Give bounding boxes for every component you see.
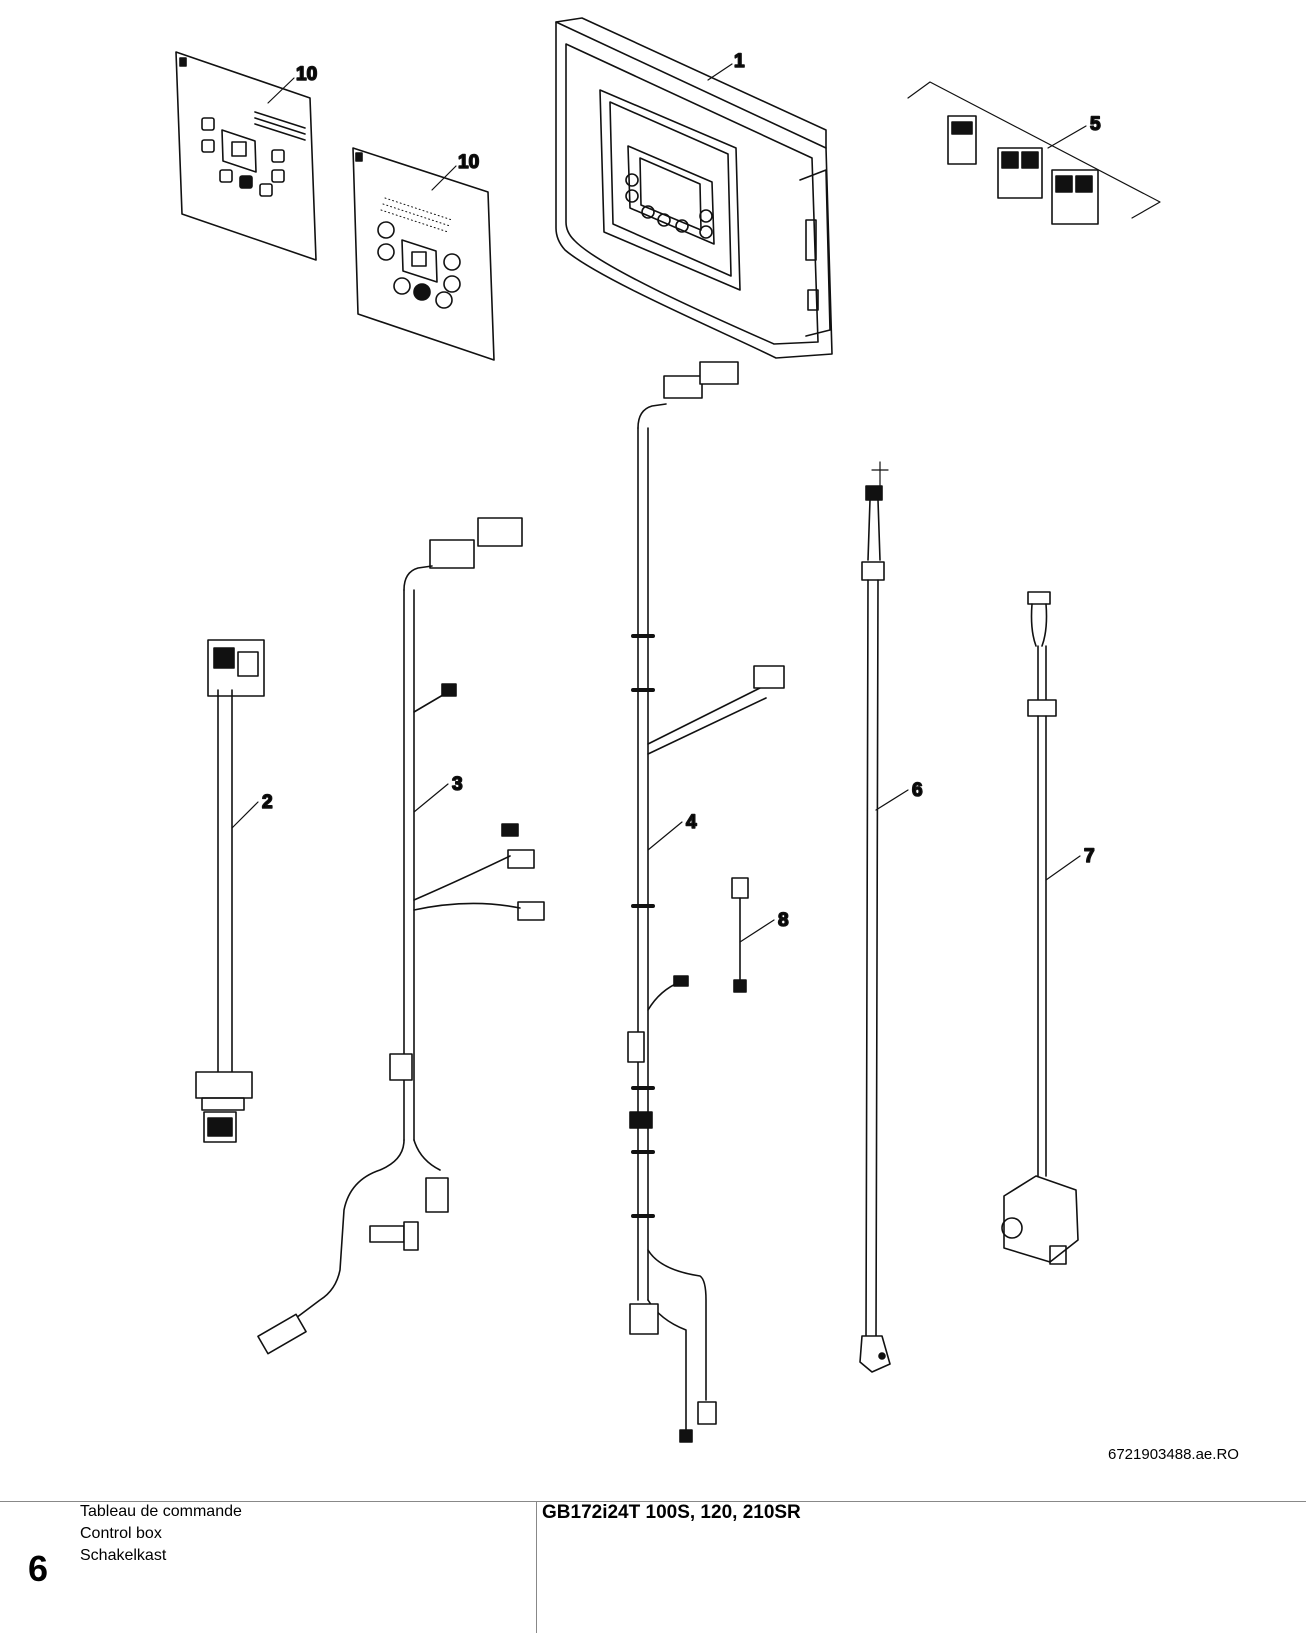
power-cable-with-plug <box>859 461 891 1373</box>
control-panel-overlay-square <box>175 51 317 261</box>
callout-1: 1 <box>734 51 745 72</box>
exploded-parts-diagram: 10 10 <box>175 17 1161 1443</box>
small-sensor-lead <box>731 877 749 993</box>
callout-4: 4 <box>686 812 697 833</box>
control-panel-overlay-round <box>352 147 495 361</box>
callout-6: 6 <box>912 780 923 801</box>
part-description: Tableau de commande Control box Schakelk… <box>80 1501 242 1567</box>
gas-valve-cable <box>1001 591 1079 1265</box>
callout-8: 8 <box>778 910 789 931</box>
main-wiring-harness <box>257 517 545 1355</box>
callout-7: 7 <box>1084 846 1095 867</box>
callout-3: 3 <box>452 774 463 795</box>
description-english: Control box <box>80 1525 162 1542</box>
display-ribbon-cable <box>195 639 265 1143</box>
callout-5: 5 <box>1090 114 1101 135</box>
callout-2: 2 <box>262 792 273 813</box>
terminal-connectors <box>907 81 1161 225</box>
secondary-wiring-harness <box>627 361 785 1443</box>
drawing-reference-code: 6721903488.ae.RO <box>1108 1446 1239 1463</box>
description-dutch: Schakelkast <box>80 1547 167 1564</box>
description-french: Tableau de commande <box>80 1503 242 1520</box>
callout-10b: 10 <box>458 152 479 173</box>
callout-10a: 10 <box>296 64 317 85</box>
control-box-housing <box>555 17 833 359</box>
footer-column-divider <box>536 1501 537 1633</box>
footer-divider <box>0 1501 1306 1502</box>
model-title: GB172i24T 100S, 120, 210SR <box>542 1502 801 1523</box>
chapter-number: 6 <box>28 1548 49 1589</box>
